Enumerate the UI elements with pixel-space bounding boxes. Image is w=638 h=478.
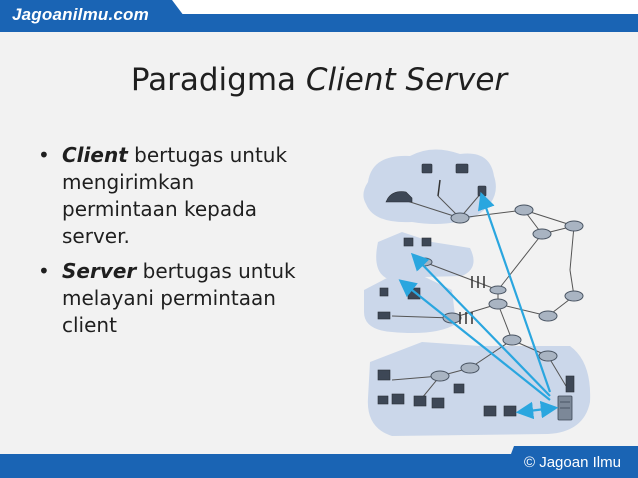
site-logo[interactable]: Jagoanilmu.com bbox=[12, 5, 149, 24]
logo-tab: Jagoanilmu.com bbox=[0, 0, 196, 32]
bullet-client: Client bertugas untuk mengirimkan permin… bbox=[36, 142, 296, 250]
bullet-list: Client bertugas untuk mengirimkan permin… bbox=[36, 142, 296, 347]
copyright-text: © Jagoan Ilmu bbox=[524, 454, 621, 471]
bullet-keyword-server: Server bbox=[62, 259, 137, 283]
header-band bbox=[180, 14, 638, 32]
bullet-server: Server bertugas untuk melayani permintaa… bbox=[36, 258, 296, 339]
bullet-text-server: bertugas untuk melayani permintaan clien… bbox=[62, 259, 296, 337]
network-diagram bbox=[363, 149, 591, 436]
cloud-office bbox=[364, 268, 456, 333]
bullet-text-client: bertugas untuk mengirimkan permintaan ke… bbox=[62, 143, 288, 248]
footer-tab: © Jagoan Ilmu bbox=[502, 446, 638, 478]
slide-title: Paradigma Client Server bbox=[0, 62, 638, 98]
title-italic: Client Server bbox=[305, 62, 508, 98]
cloud-top-left bbox=[363, 149, 496, 224]
server-icon bbox=[557, 395, 573, 421]
bullet-keyword-client: Client bbox=[62, 143, 128, 167]
title-plain: Paradigma bbox=[130, 62, 306, 98]
